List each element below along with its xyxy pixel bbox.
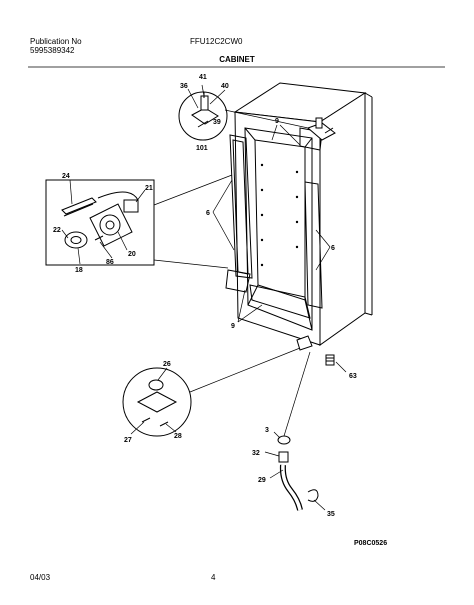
hinge-detail [178,91,228,141]
callout-41: 41 [199,74,207,81]
callout-36: 36 [180,83,188,90]
callout-26: 26 [163,361,171,368]
callout-9-top: 9 [275,118,279,125]
callout-63: 63 [349,373,357,380]
callout-35: 35 [327,511,335,518]
publication-label: Publication No [30,37,82,46]
model-number: FFU12C2CW0 [190,37,243,46]
section-title: CABINET [219,55,255,64]
footer-date: 04/03 [30,573,51,582]
callout-21: 21 [145,185,153,192]
callout-18: 18 [75,267,83,274]
callout-29: 29 [258,477,266,484]
callout-86: 86 [106,259,114,266]
callout-32: 32 [252,450,260,457]
callout-20: 20 [128,251,136,258]
lower-hinge-detail [122,367,192,437]
leader-lines [61,84,347,511]
callout-3: 3 [265,427,269,434]
callout-6-right: 6 [331,245,335,252]
cabinet-body [233,82,373,346]
callout-22: 22 [53,227,61,234]
bottom-hinge [296,335,313,351]
fan-detail [45,179,155,266]
callout-39: 39 [213,119,221,126]
callout-24: 24 [62,173,70,180]
callout-28: 28 [174,433,182,440]
callout-6-left: 6 [206,210,210,217]
footer-page: 4 [211,573,216,582]
publication-number: 5995389342 [30,46,75,55]
callout-9-bottom: 9 [231,323,235,330]
drain-assembly [277,435,319,511]
leveling-leg [325,354,335,366]
shelf-support-dots [260,163,299,267]
callout-101: 101 [196,145,208,152]
callout-40: 40 [221,83,229,90]
top-hinge [307,117,336,141]
diagram-code: P08C0526 [354,540,387,547]
callout-27: 27 [124,437,132,444]
